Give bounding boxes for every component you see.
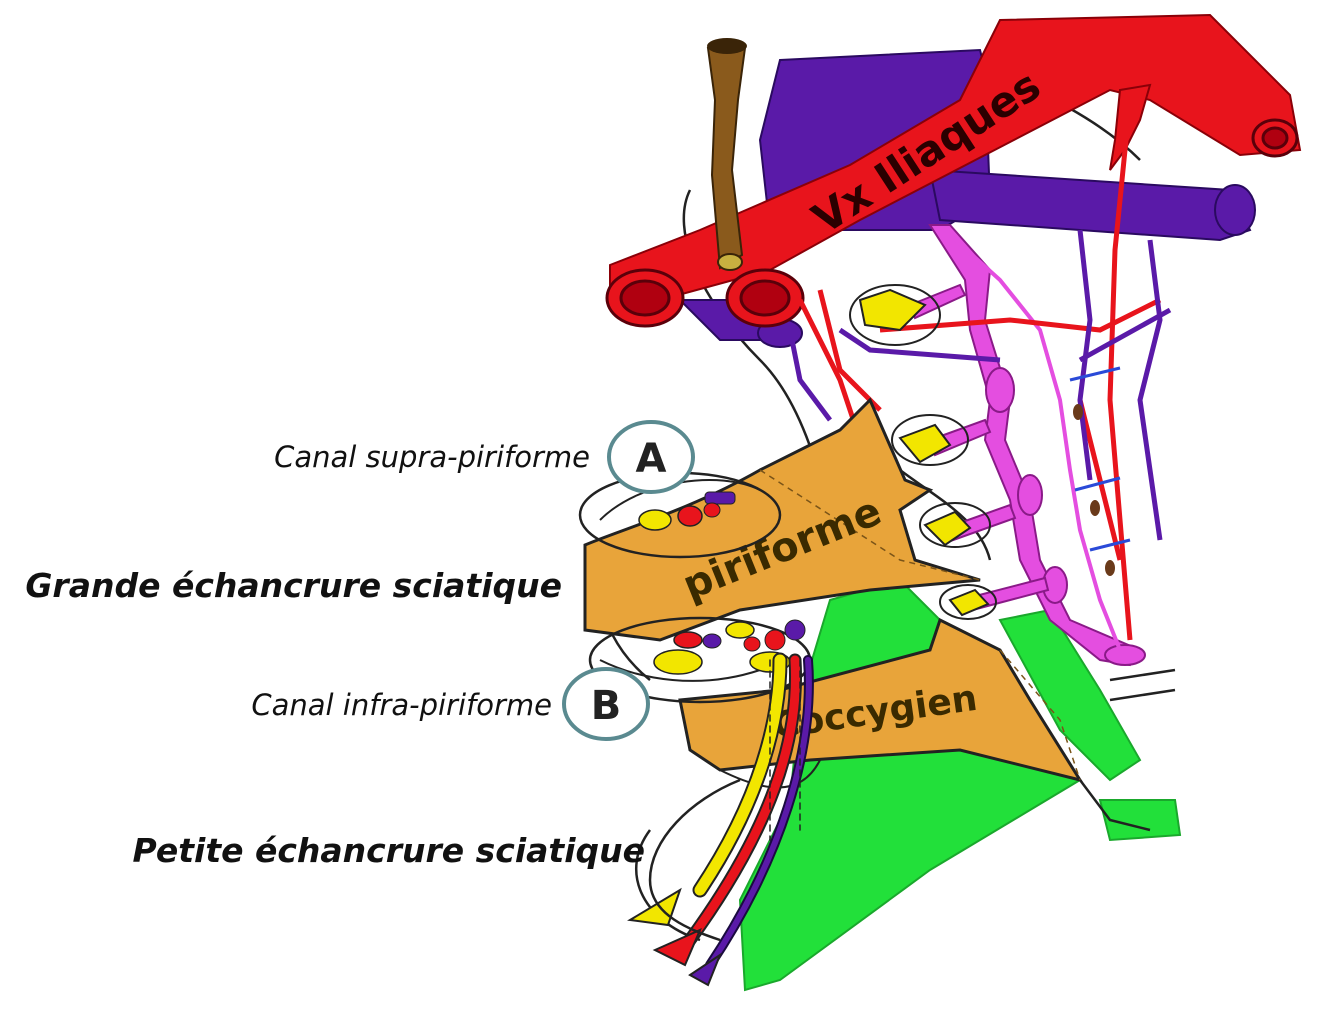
sacral-nerve-roots xyxy=(849,284,997,620)
lateral-sacral-veins xyxy=(787,229,1172,541)
sacrotuberous-band-lower xyxy=(1098,799,1182,842)
bundle-arrowheads xyxy=(627,887,723,987)
supra-canal-contents xyxy=(578,471,782,559)
iliac-arteries xyxy=(609,13,1302,301)
common-iliac-artery xyxy=(609,13,1302,301)
badge-a: A xyxy=(607,420,695,494)
sacral-foramina-branches xyxy=(1069,366,1131,552)
badge-b-text: B xyxy=(591,683,622,729)
grande-echancrure-label: Grande échancrure sciatique xyxy=(25,566,562,605)
petite-echancrure-label: Petite échancrure sciatique xyxy=(133,831,645,870)
ureter xyxy=(706,38,747,271)
canal-supra-label: Canal supra-piriforme xyxy=(274,440,590,474)
sympathetic-rami xyxy=(948,233,1122,651)
canal-infra-label: Canal infra-piriforme xyxy=(251,688,552,722)
coccygeus-muscle xyxy=(678,617,1084,789)
foramina-dots xyxy=(1073,404,1115,576)
external-iliac-vein xyxy=(928,168,1252,242)
pudendal-bundle xyxy=(683,652,814,970)
badge-b: B xyxy=(562,667,650,741)
vein-stump-right xyxy=(1214,184,1256,236)
artery-cut-ends xyxy=(605,118,1299,328)
badge-a-text: A xyxy=(636,436,667,482)
sciatic-notch-outlines xyxy=(648,668,1176,942)
